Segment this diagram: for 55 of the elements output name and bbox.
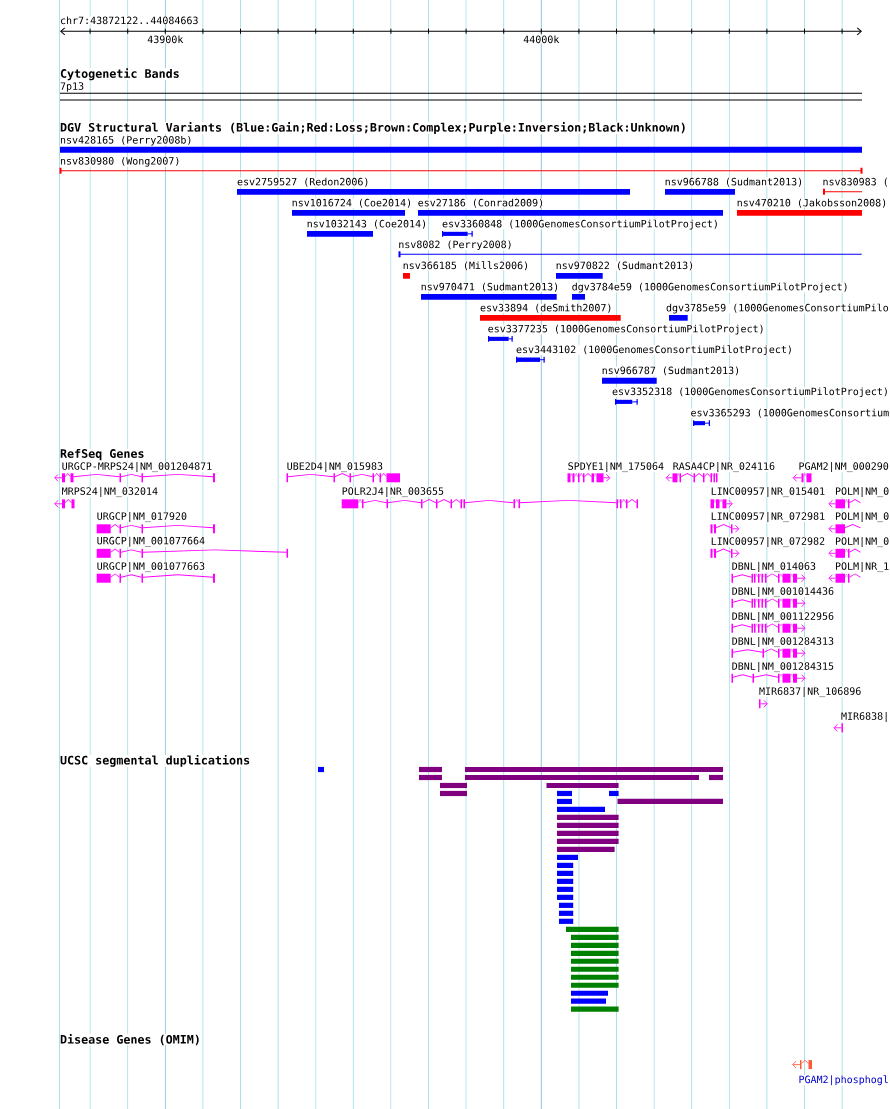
variant-label: nsv1016724 (Coe2014)	[291, 198, 413, 208]
gene-label: DBNL|NM_001284315	[731, 662, 835, 673]
gene-label: MRPS24|NM_032014	[61, 487, 159, 498]
variant-label: nsv830983 (	[822, 177, 889, 187]
gene-label: POLR2J4|NR_003655	[341, 487, 445, 498]
variant-label: nsv428165 (Perry2008b)	[60, 135, 193, 146]
gene-label: PGAM2|phosphogl	[798, 1075, 889, 1086]
coordinate-label: chr7:43872122..44084663	[60, 16, 199, 25]
gene-label: RASA4CP|NR_024116	[672, 462, 776, 473]
variant-label: esv2759527 (Redon2006)	[237, 177, 370, 187]
variant-label: nsv830980 (Wong2007)	[60, 156, 181, 167]
variant-label: dgv3784e59 (1000GenomesConsortiumPilotProject)	[571, 282, 849, 293]
gene-label: POLM|NM_0	[835, 487, 890, 498]
gene-label: URGCP|NM_017920	[96, 512, 187, 523]
variant-label: esv27186 (Conrad2009)	[417, 198, 545, 208]
gene-label: PGAM2|NM_000290	[798, 462, 889, 473]
gene-label: UBE2D4|NM_015983	[286, 462, 384, 473]
gene-label: POLM|NR_1	[835, 562, 890, 573]
gene-label: POLM|NM_0	[835, 512, 890, 523]
variant-label: esv3443102 (1000GenomesConsortiumPilotProject)	[516, 345, 793, 356]
track-title: UCSC segmental duplications	[60, 754, 251, 767]
variant-label: nsv970822 (Sudmant2013)	[555, 261, 695, 271]
tick-label: 44000k	[523, 35, 560, 44]
variant-label: nsv966788 (Sudmant2013)	[664, 177, 804, 187]
variant-label: nsv8082 (Perry2008)	[398, 240, 513, 251]
gene-label: LINC00957|NR_015401	[710, 487, 826, 498]
gene-label: URGCP|NM_001077663	[96, 562, 206, 573]
gene-label: URGCP|NM_001077664	[96, 536, 206, 547]
variant-label: nsv970471 (Sudmant2013)	[420, 282, 560, 292]
gene-label: DBNL|NM_001122956	[731, 612, 835, 623]
track-title: RefSeq Genes	[60, 448, 145, 461]
variant-label: esv3377235 (1000GenomesConsortiumPilotProject)	[487, 324, 765, 335]
gene-label: DBNL|NM_001014436	[731, 587, 835, 598]
gene-label: POLM|NM_0	[835, 537, 890, 548]
variant-label: esv3360848 (1000GenomesConsortiumPilotProject)	[442, 219, 719, 230]
gene-label: DBNL|NM_001284313	[731, 637, 835, 648]
gene-label: LINC00957|NR_072981	[710, 512, 826, 523]
band-label: 7p13	[60, 82, 85, 92]
tick-label: 43900k	[147, 35, 184, 44]
gene-label: SPDYE1|NM_175064	[567, 462, 665, 473]
variant-label: esv3365293 (1000GenomesConsortium	[690, 408, 890, 418]
gene-label: DBNL|NM_014063	[731, 562, 816, 573]
gene-label: LINC00957|NR_072982	[710, 537, 826, 548]
variant-label: nsv1032143 (Coe2014)	[306, 219, 428, 229]
variant-label: dgv3785e59 (1000GenomesConsortiumPilo	[666, 303, 889, 314]
variant-label: esv33894 (deSmith2007)	[480, 303, 613, 313]
track-title: Cytogenetic Bands	[60, 68, 180, 81]
gene-label: MIR6837|NR_106896	[759, 687, 862, 698]
variant-label: nsv470210 (Jakobsson2008)	[736, 198, 888, 208]
variant-label: nsv366185 (Mills2006)	[402, 261, 530, 271]
gene-label: URGCP-MRPS24|NM_001204871	[61, 462, 213, 473]
variant-label: esv3352318 (1000GenomesConsortiumPilotProject)	[612, 387, 889, 398]
variant-label: nsv966787 (Sudmant2013)	[601, 366, 741, 376]
track-title: Disease Genes (OMIM)	[60, 1034, 201, 1046]
gene-label: MIR6838|	[841, 712, 890, 723]
